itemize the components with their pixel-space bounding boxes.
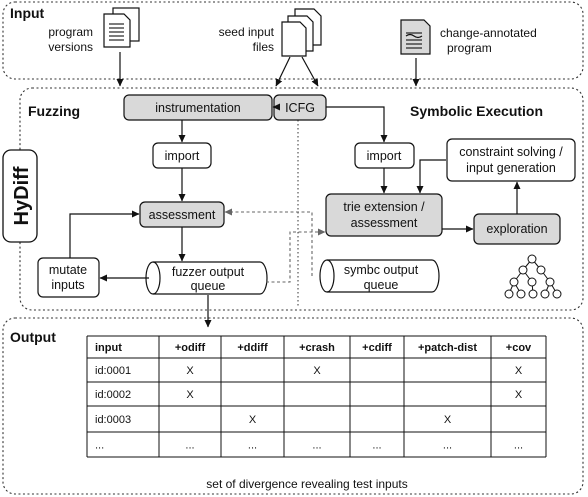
- table-cell: id:0002: [95, 389, 131, 401]
- table-header-cell: +crash: [299, 342, 335, 354]
- fuzzer-output-queue: [145, 261, 268, 295]
- seed-files-label-1: seed input: [219, 25, 275, 39]
- table-cell: ...: [185, 440, 194, 452]
- table-header-cell: +cov: [506, 342, 532, 354]
- hydiff-tab: [2, 149, 38, 243]
- icfg-label: ICFG: [285, 101, 315, 115]
- table-cell: X: [313, 365, 321, 377]
- instrumentation-node: [123, 94, 273, 121]
- trie-node: [325, 193, 443, 237]
- change-annotated-program-icon: [400, 19, 431, 55]
- table-cell: X: [186, 365, 194, 377]
- table-cell: id:0003: [95, 414, 131, 426]
- import-fuzz-label: import: [165, 149, 200, 163]
- table-header-cell: +patch-dist: [418, 342, 477, 354]
- mutate-label-1: mutate: [49, 263, 87, 277]
- constraint-solving-node: [446, 138, 576, 182]
- table-cell: ...: [95, 440, 104, 452]
- program-versions-label-2: versions: [48, 40, 93, 54]
- table-cell: ...: [312, 440, 321, 452]
- program-document-icon: [103, 7, 140, 48]
- dashed-symqueue-to-assessment: [224, 208, 313, 276]
- symbolic-title: Symbolic Execution: [410, 103, 543, 119]
- table-cell: ...: [248, 440, 257, 452]
- table-cell: X: [186, 389, 194, 401]
- fuzz-queue-label-1: fuzzer output: [172, 265, 245, 279]
- table-header-cell: +odiff: [175, 342, 206, 354]
- table-cell: ...: [443, 440, 452, 452]
- table-cell: X: [515, 365, 523, 377]
- table-cell: id:0001: [95, 365, 131, 377]
- instrumentation-label: instrumentation: [155, 101, 241, 115]
- arrow-seed-to-sym: [301, 56, 319, 87]
- sym-queue-label-2: queue: [364, 278, 399, 292]
- assessment-label: assessment: [149, 208, 216, 222]
- tree-icon: [504, 254, 562, 299]
- output-panel: [2, 317, 584, 495]
- fuzzing-title: Fuzzing: [28, 103, 80, 119]
- mutate-label-2: inputs: [51, 278, 84, 292]
- output-section-title: Output: [10, 329, 56, 345]
- constraint-label-1: constraint solving /: [459, 145, 563, 159]
- table-cell: X: [515, 389, 523, 401]
- arrow-icfg-to-import-sym: [326, 106, 388, 143]
- seed-files-icon: [281, 8, 322, 57]
- trie-label-2: assessment: [351, 216, 418, 230]
- table-cell: ...: [372, 440, 381, 452]
- arrow-seed-to-fuzz: [275, 56, 291, 87]
- table-header-cell: +ddiff: [237, 342, 268, 354]
- table-cell: ...: [514, 440, 523, 452]
- fuzz-queue-label-2: queue: [191, 279, 226, 293]
- change-program-label-2: program: [447, 41, 492, 55]
- hydiff-label: HyDiff: [11, 166, 33, 225]
- program-versions-label-1: program: [48, 25, 93, 39]
- constraint-label-2: input generation: [466, 161, 556, 175]
- input-section-title: Input: [10, 5, 45, 21]
- exploration-label: exploration: [486, 222, 547, 236]
- import-sym-label: import: [367, 149, 402, 163]
- arrow-mutate-to-assessment: [69, 210, 140, 258]
- table-cell: X: [249, 414, 257, 426]
- dashed-fuzzqueue-to-trie: [266, 228, 326, 283]
- mutate-inputs-node: [37, 257, 100, 298]
- arrow-constraint-to-trie: [416, 159, 446, 194]
- change-program-label-1: change-annotated: [440, 26, 537, 40]
- table-header-cell: +cdiff: [362, 342, 392, 354]
- output-table: input +odiff +ddiff +crash +cdiff +patch-dist…: [86, 335, 547, 458]
- table-cell: X: [444, 414, 452, 426]
- symbc-output-queue: [319, 259, 440, 293]
- hydiff-panel: [19, 87, 584, 311]
- table-caption: set of divergence revealing test inputs: [206, 477, 407, 491]
- seed-files-label-2: files: [253, 40, 274, 54]
- table-header-cell: input: [95, 342, 122, 354]
- sym-queue-label-1: symbc output: [344, 263, 419, 277]
- input-panel: [2, 1, 584, 80]
- trie-label-1: trie extension /: [343, 200, 425, 214]
